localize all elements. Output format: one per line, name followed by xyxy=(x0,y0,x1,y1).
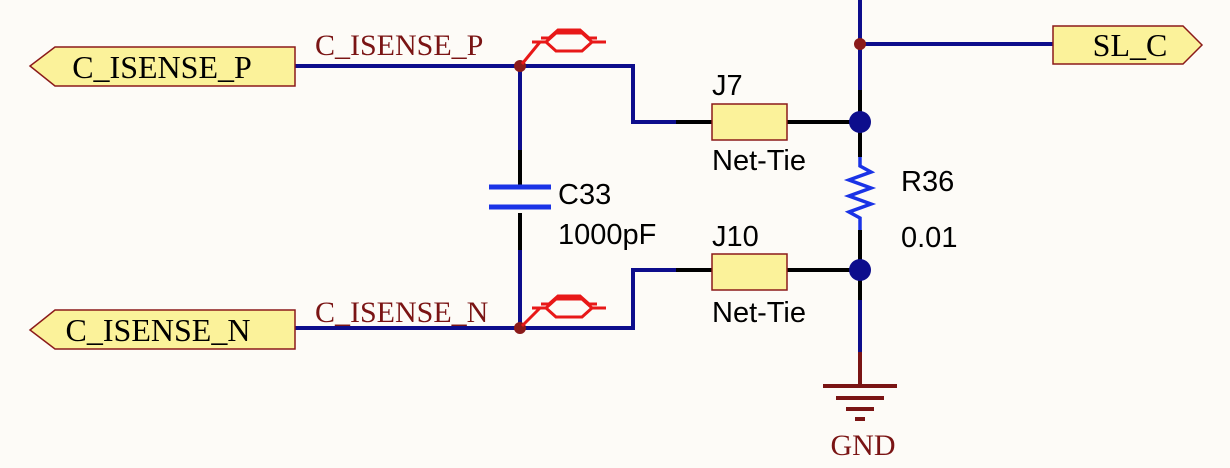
value-c33: 1000pF xyxy=(558,219,656,251)
junction-dot xyxy=(849,259,871,281)
port-c-isense-n[interactable]: C_ISENSE_N xyxy=(28,309,296,350)
junction-dot xyxy=(849,111,871,133)
net-tie-j10[interactable]: J10 Net-Tie xyxy=(711,221,806,329)
resistor-r36[interactable]: R36 0.01 xyxy=(843,157,957,254)
net-tie-j7[interactable]: J7 Net-Tie xyxy=(711,70,806,177)
wire-p-to-j7 xyxy=(518,64,714,124)
junction-dot xyxy=(854,38,866,50)
wire-c-isense-n xyxy=(293,268,714,330)
designator-c33: C33 xyxy=(558,179,611,211)
pin-stubs xyxy=(518,90,862,300)
designator-j7: J7 xyxy=(712,70,743,102)
net-tie-body xyxy=(711,253,788,291)
port-label: C_ISENSE_N xyxy=(66,312,251,348)
port-label: C_ISENSE_P xyxy=(72,49,252,85)
designator-r36: R36 xyxy=(901,166,954,198)
resistor-zigzag xyxy=(843,157,877,230)
designator-j10: J10 xyxy=(712,221,759,253)
port-sl-c[interactable]: SL_C xyxy=(1052,25,1204,65)
diff-pair-icon xyxy=(520,28,606,65)
value-j10: Net-Tie xyxy=(712,297,806,329)
value-r36: 0.01 xyxy=(901,222,957,254)
diff-pair-icon xyxy=(520,294,606,328)
port-label: SL_C xyxy=(1093,27,1168,63)
value-j7: Net-Tie xyxy=(712,145,806,177)
ground-symbol[interactable]: GND xyxy=(823,352,897,462)
net-tie-body xyxy=(711,103,788,141)
ground-label: GND xyxy=(831,429,896,462)
net-label-c-isense-n: C_ISENSE_N xyxy=(315,296,488,329)
net-label-c-isense-p: C_ISENSE_P xyxy=(315,29,483,62)
capacitor-c33[interactable]: C33 1000pF xyxy=(489,179,656,251)
port-c-isense-p[interactable]: C_ISENSE_P xyxy=(28,46,296,87)
